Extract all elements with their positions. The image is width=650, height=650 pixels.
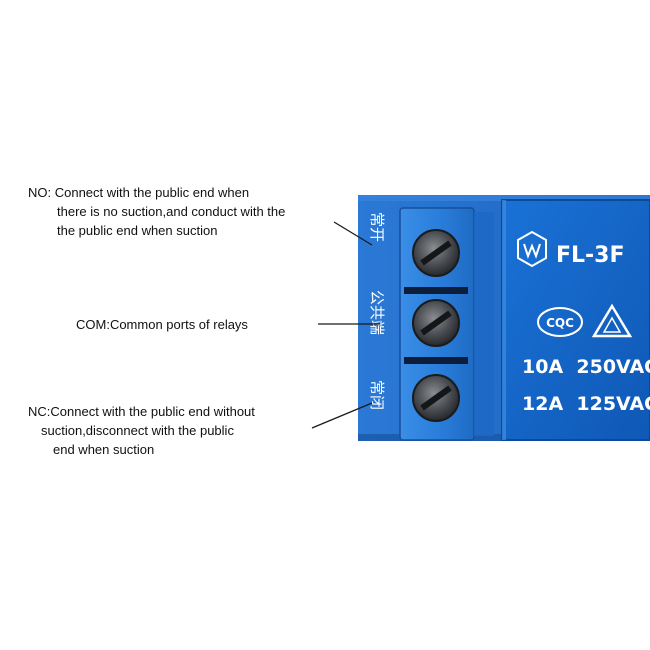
relay-body [502,200,650,440]
silkscreen-nc-label: 常闭 [368,380,386,410]
relay-model-text: FL-3F [556,243,625,268]
nc-annotation-line-3: end when suction [53,442,155,457]
hf-logo-icon [517,230,547,268]
terminal-separator-bottom [404,357,468,364]
com-annotation-line-1: COM:Common ports of relays [76,317,248,332]
terminal-separator-top [404,287,468,294]
silkscreen-com-label: 公共端 [368,290,386,335]
cqc-mark-icon: CQC [537,307,583,337]
silkscreen-no-label: 常开 [368,212,386,242]
relay-rating-2: 12A 125VAC [522,393,650,415]
relay-rating-1: 10A 250VAC [522,356,650,378]
screw-com-terminal [412,299,460,347]
no-annotation-line-2: there is no suction,and conduct with the [57,204,286,219]
nc-annotation-line-2: suction,disconnect with the public [41,423,234,438]
nc-leader-line [311,402,373,429]
no-annotation-line-1: NO: Connect with the public end when [28,185,250,200]
screw-no-terminal [412,229,460,277]
com-annotation: COM:Common ports of relays [76,315,248,334]
screw-nc-terminal [412,374,460,422]
no-annotation: NO: Connect with the public end when the… [28,183,285,240]
warning-triangle-icon [591,303,633,338]
no-annotation-line-3: the public end when suction [57,223,218,238]
nc-annotation-line-1: NC:Connect with the public end without [28,404,255,419]
nc-annotation: NC:Connect with the public end without s… [28,402,255,459]
no-leader-line [333,221,373,246]
cqc-mark-text: CQC [546,316,574,330]
